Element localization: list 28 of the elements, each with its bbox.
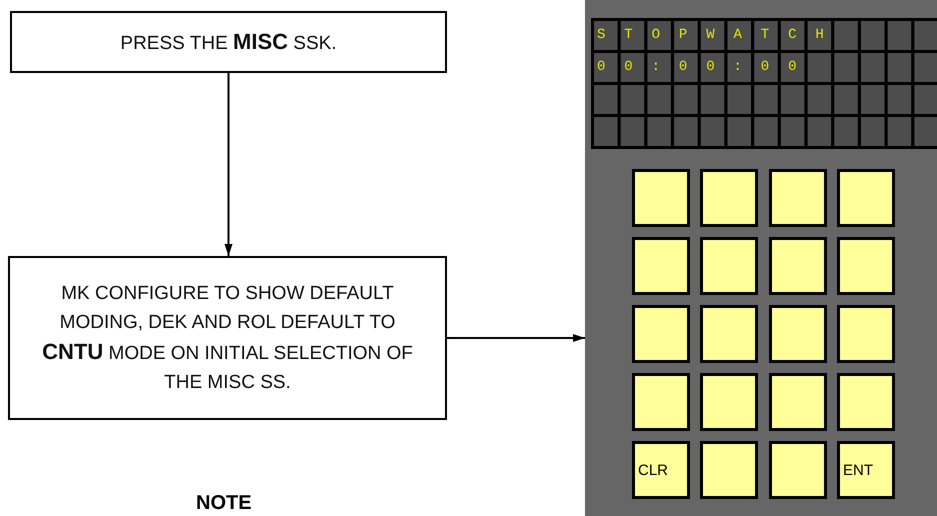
keypad-key: [632, 237, 690, 295]
keypad-key: [769, 441, 827, 499]
keypad-key: [700, 169, 758, 227]
display-text: STOPWATCH: [597, 27, 843, 43]
keypad-key: [837, 373, 895, 431]
keypad-key: [632, 305, 690, 363]
note-heading: NOTE: [196, 492, 252, 515]
arrow: [224, 73, 232, 256]
arrow: [447, 334, 585, 342]
keypad-panel: [585, 0, 937, 516]
keypad-key: CLR: [632, 441, 690, 499]
keypad-key: [769, 305, 827, 363]
keypad-key: [837, 305, 895, 363]
display-text: 00:00:00: [597, 59, 816, 75]
keypad-key: ENT: [837, 441, 895, 499]
keypad-key: [700, 441, 758, 499]
keypad-key: [700, 305, 758, 363]
keypad-key: [632, 169, 690, 227]
keypad-key: [837, 237, 895, 295]
keypad-key: [769, 373, 827, 431]
keypad-key: [837, 169, 895, 227]
keypad-key: [769, 169, 827, 227]
keypad-key: [632, 373, 690, 431]
process-box: MK CONFIGURE TO SHOW DEFAULT MODING, DEK AND ROL DEFAULT TO CNTU MODE ON INITIAL SELECTION OF THE MISC SS.: [8, 256, 447, 420]
keypad-key: [700, 237, 758, 295]
process-box: PRESS THE MISC SSK.: [10, 11, 447, 73]
keypad-key: [700, 373, 758, 431]
keypad-key: [769, 237, 827, 295]
